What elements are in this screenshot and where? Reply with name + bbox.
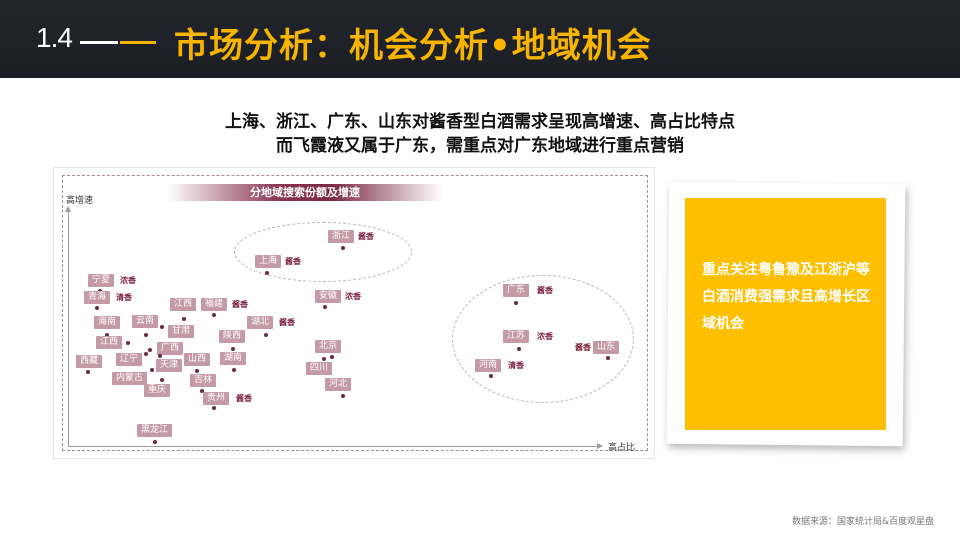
callout-text: 重点关注粤鲁豫及江浙沪等白酒消费强需求且高增长区域机会 xyxy=(702,262,870,332)
data-source-note: 数据来源：国家统计局&百度观星盘 xyxy=(792,517,935,527)
region-tag: 安徽 xyxy=(315,290,342,303)
point-marker xyxy=(231,347,235,351)
x-axis-label: 高占比 xyxy=(608,443,636,453)
region-tag: 山西 xyxy=(184,353,211,366)
point-marker xyxy=(86,370,90,374)
region-tag: 宁夏 xyxy=(88,274,115,287)
page-title: 市场分析：机会分析•地域机会 xyxy=(174,26,652,66)
region-tag: 海南 xyxy=(94,316,121,329)
region-tag: 贵州 xyxy=(203,392,230,405)
point-marker xyxy=(182,317,186,321)
point-marker xyxy=(264,333,268,337)
y-axis-arrow-icon xyxy=(65,206,71,212)
region-tag: 天津 xyxy=(156,359,183,372)
region-tag: 重庆 xyxy=(144,384,171,397)
region-tag: 上海 xyxy=(255,255,282,268)
region-tag: 浙江 xyxy=(328,230,355,243)
aroma-label: 浓香 xyxy=(120,276,136,285)
aroma-label: 清香 xyxy=(116,293,132,302)
title-divider-yellow xyxy=(120,41,156,44)
point-marker xyxy=(341,394,345,398)
point-marker xyxy=(232,368,236,372)
aroma-label: 酱香 xyxy=(232,300,248,309)
point-marker xyxy=(150,368,154,372)
region-tag: 湖南 xyxy=(220,352,247,365)
point-marker xyxy=(160,325,164,329)
x-axis xyxy=(68,446,598,447)
aroma-label: 浓香 xyxy=(345,292,361,301)
region-tag: 四川 xyxy=(306,362,333,375)
region-tag: 福建 xyxy=(201,298,228,311)
point-marker xyxy=(144,352,148,356)
region-tag: 青海 xyxy=(84,291,111,304)
region-tag: 辽宁 xyxy=(116,353,143,366)
point-marker xyxy=(195,369,199,373)
callout-highlight-box xyxy=(685,198,886,430)
point-marker xyxy=(160,378,164,382)
region-tag: 甘肃 xyxy=(168,325,195,338)
point-marker xyxy=(95,306,99,310)
x-axis-arrow-icon xyxy=(597,443,603,449)
region-tag: 湖北 xyxy=(247,316,274,329)
region-tag: 黑龙江 xyxy=(137,424,173,437)
region-tag: 云南 xyxy=(132,315,159,328)
highlight-ellipse-top xyxy=(234,222,412,282)
region-tag: 陕西 xyxy=(219,330,246,343)
region-tag: 内蒙古 xyxy=(112,372,148,385)
aroma-label: 酱香 xyxy=(575,343,591,352)
aroma-label: 酱香 xyxy=(537,286,553,295)
point-marker xyxy=(514,301,518,305)
point-marker xyxy=(341,246,345,250)
point-marker xyxy=(144,333,148,337)
chart-border xyxy=(62,175,648,451)
title-divider-white xyxy=(80,41,118,44)
region-tag: 河北 xyxy=(325,378,352,391)
point-marker xyxy=(489,374,493,378)
aroma-label: 酱香 xyxy=(358,232,374,241)
aroma-label: 酱香 xyxy=(279,318,295,327)
subtitle-line-2: 而飞霞液又属于广东，需重点对广东地域进行重点营销 xyxy=(276,136,684,156)
point-marker xyxy=(105,333,109,337)
section-number: 1.4 xyxy=(36,22,73,53)
aroma-label: 酱香 xyxy=(236,394,252,403)
highlight-ellipse-right xyxy=(452,275,634,403)
region-tag: 河南 xyxy=(475,359,502,372)
point-marker xyxy=(330,355,334,359)
region-tag: 广东 xyxy=(503,284,530,297)
point-marker xyxy=(517,347,521,351)
y-axis xyxy=(68,211,69,446)
point-marker xyxy=(126,341,130,345)
aroma-label: 浓香 xyxy=(537,332,553,341)
region-tag: 江西 xyxy=(170,298,197,311)
region-tag: 江西 xyxy=(96,336,123,349)
subtitle-line-1: 上海、浙江、广东、山东对酱香型白酒需求呈现高增速、高占比特点 xyxy=(225,112,735,132)
region-tag: 北京 xyxy=(315,340,342,353)
region-tag: 广西 xyxy=(157,342,184,355)
point-marker xyxy=(322,357,326,361)
point-marker xyxy=(153,440,157,444)
point-marker xyxy=(212,406,216,410)
region-tag: 山东 xyxy=(593,341,620,354)
y-axis-label: 高增速 xyxy=(66,196,94,206)
point-marker xyxy=(212,313,216,317)
point-marker xyxy=(200,389,204,393)
point-marker xyxy=(323,305,327,309)
region-tag: 江苏 xyxy=(503,330,530,343)
point-marker xyxy=(158,354,162,358)
point-marker xyxy=(606,356,610,360)
point-marker xyxy=(265,271,269,275)
point-marker xyxy=(148,348,152,352)
aroma-label: 酱香 xyxy=(285,257,301,266)
aroma-label: 清香 xyxy=(508,361,524,370)
slide-header: 1.4 市场分析：机会分析•地域机会 xyxy=(0,0,960,78)
region-tag: 西藏 xyxy=(76,355,103,368)
region-tag: 吉林 xyxy=(190,374,217,387)
chart-title: 分地域搜索份额及增速 xyxy=(168,184,442,201)
